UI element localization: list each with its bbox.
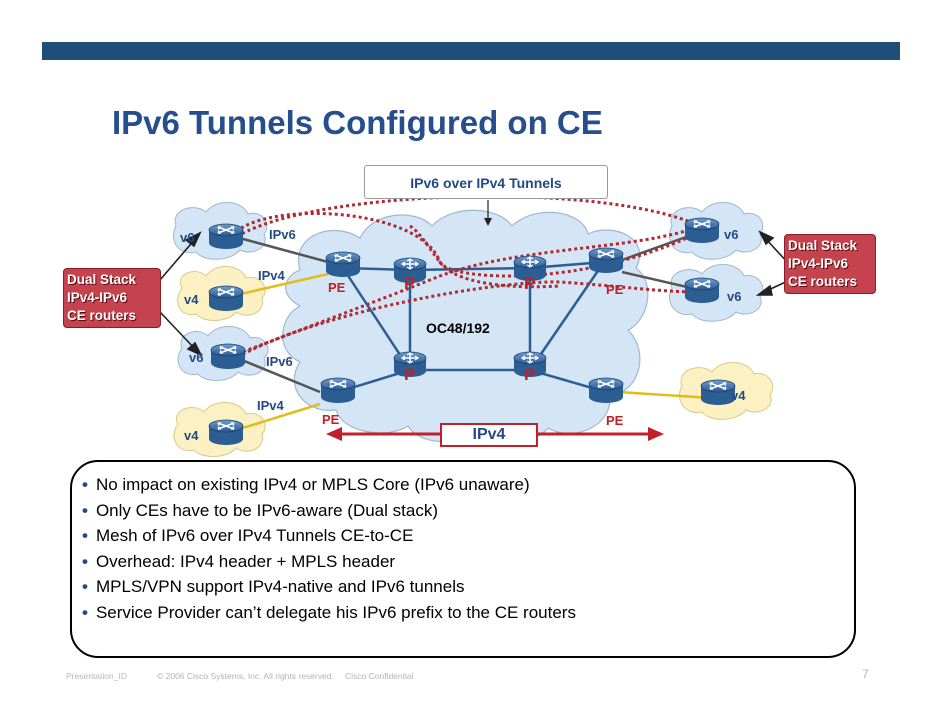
- bullet-text: Overhead: IPv4 header + MPLS header: [95, 551, 396, 571]
- ce-label: v4: [731, 388, 746, 403]
- ce-label: v4: [184, 292, 199, 307]
- bullet-text: Service Provider can’t delegate his IPv6…: [95, 602, 576, 622]
- link-label: IPv6: [269, 227, 296, 242]
- dual-stack-right-box: Dual Stack IPv4-IPv6 CE routers: [784, 234, 876, 294]
- dual-stack-right-line: Dual Stack: [788, 238, 858, 253]
- pe-label: PE: [322, 412, 340, 427]
- page-number: 7: [862, 667, 869, 681]
- bullet-list: • No impact on existing IPv4 or MPLS Core…: [82, 472, 576, 625]
- ce-label: v6: [727, 289, 742, 304]
- bullet-dot-icon: •: [82, 500, 88, 520]
- p-label: P: [404, 365, 416, 384]
- ce-label: v6: [189, 350, 204, 365]
- p-label: P: [524, 365, 536, 384]
- pe-label: PE: [328, 280, 346, 295]
- ce-label: v6: [724, 227, 739, 242]
- core-label: OC48/192: [426, 320, 490, 336]
- dual-stack-left-line: CE routers: [67, 308, 137, 323]
- bullet-text: Only CEs have to be IPv6-aware (Dual sta…: [95, 500, 438, 520]
- bullet-item: • Overhead: IPv4 header + MPLS header: [82, 549, 576, 575]
- ce-label: v6: [180, 230, 195, 245]
- bullet-item: • No impact on existing IPv4 or MPLS Core…: [82, 472, 576, 498]
- ce-label: v4: [184, 428, 199, 443]
- link-label: IPv4: [258, 268, 285, 283]
- bullet-dot-icon: •: [82, 602, 88, 622]
- brand-bar: [42, 42, 900, 60]
- bullet-item: • Only CEs have to be IPv6-aware (Dual st…: [82, 498, 576, 524]
- link-label: IPv6: [266, 354, 293, 369]
- bullet-dot-icon: •: [82, 526, 88, 545]
- bullet-dot-icon: •: [82, 475, 88, 494]
- link-label: IPv4: [257, 398, 284, 413]
- bullet-text: Mesh of IPv6 over IPv4 Tunnels CE-to-CE: [95, 526, 414, 545]
- footer-copyright: © 2006 Cisco Systems, Inc. All rights re…: [157, 671, 334, 681]
- p-label: P: [524, 274, 536, 293]
- tunnels-callout: IPv6 over IPv4 Tunnels: [364, 165, 608, 199]
- footer-presentation-id: Presentation_ID: [66, 671, 127, 681]
- bullet-dot-icon: •: [82, 577, 88, 596]
- bullet-text: MPLS/VPN support IPv4-native and IPv6 tu…: [95, 577, 465, 596]
- dual-stack-left-box: Dual Stack IPv4-IPv6 CE routers: [63, 268, 161, 328]
- slide-title: IPv6 Tunnels Configured on CE: [112, 104, 603, 141]
- dual-stack-right-line: CE routers: [788, 274, 858, 289]
- pe-label: PE: [606, 282, 624, 297]
- bullet-item: • MPLS/VPN support IPv4-native and IPv6 t…: [82, 574, 576, 600]
- bullet-dot-icon: •: [82, 551, 88, 571]
- pe-label: PE: [606, 413, 624, 428]
- dual-stack-right-line: IPv4-IPv6: [788, 256, 849, 271]
- bullet-box: [70, 460, 856, 658]
- ipv4-span-label: IPv4: [440, 423, 538, 447]
- bullet-text: No impact on existing IPv4 or MPLS Core …: [95, 475, 530, 494]
- p-label: P: [404, 274, 416, 293]
- bullet-item: • Service Provider can’t delegate his IPv…: [82, 600, 576, 626]
- dual-stack-left-line: Dual Stack: [67, 272, 137, 287]
- footer-confidential: Cisco Confidential: [345, 671, 414, 681]
- dual-stack-arrows: [159, 230, 791, 357]
- dual-stack-left-line: IPv4-IPv6: [67, 290, 128, 305]
- bullet-item: • Mesh of IPv6 over IPv4 Tunnels CE-to-CE: [82, 523, 576, 549]
